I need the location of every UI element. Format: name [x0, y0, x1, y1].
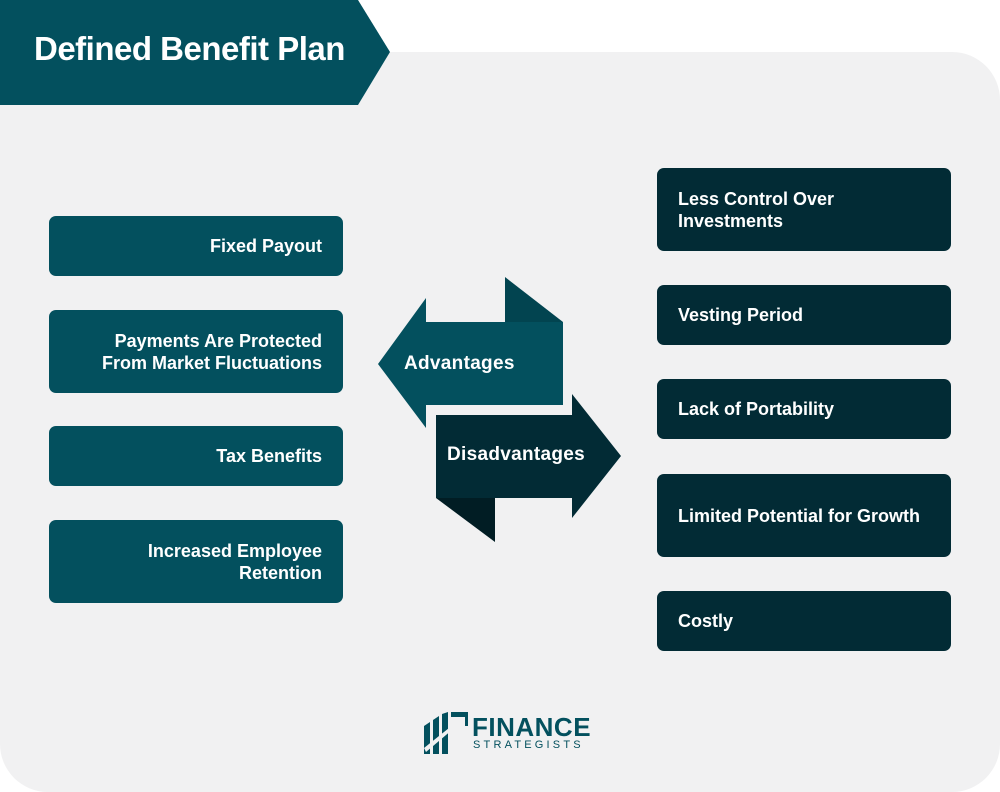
disadvantage-item-label: Costly	[678, 611, 734, 631]
advantage-item-label: Increased Employee Retention	[147, 540, 322, 583]
disadvantage-item-label: Limited Potential for Growth	[678, 505, 920, 526]
page-title: Defined Benefit Plan	[34, 30, 345, 67]
disadvantage-item-costly: Costly	[657, 591, 951, 651]
logo-wordmark-finance: FINANCE	[472, 712, 592, 742]
disadvantage-item-vesting-period: Vesting Period	[657, 285, 951, 345]
comparison-arrows: Advantages Disadvantages	[370, 270, 630, 555]
advantage-item-label: Tax Benefits	[216, 446, 322, 466]
finance-strategists-logo: FINANCE STRATEGISTS	[424, 712, 591, 756]
disadvantage-item-label: Lack of Portability	[678, 399, 835, 419]
advantage-item-fixed-payout: Fixed Payout	[49, 216, 343, 276]
title-banner-shape	[0, 0, 390, 105]
advantage-item-market-protection: Payments Are Protected From Market Fluct…	[49, 310, 343, 393]
disadvantage-item-lack-of-portability: Lack of Portability	[657, 379, 951, 439]
advantage-item-tax-benefits: Tax Benefits	[49, 426, 343, 486]
disadvantage-item-less-control: Less Control Over Investments	[657, 168, 951, 251]
disadvantages-arrow-shape	[436, 394, 621, 518]
disadvantage-item-label: Less Control Over Investments	[678, 188, 835, 231]
advantage-item-label: Payments Are Protected From Market Fluct…	[101, 330, 322, 373]
advantages-arrow-shape	[378, 298, 563, 428]
arrows-graphic	[378, 277, 621, 542]
logo-wordmark-strategists: STRATEGISTS	[473, 739, 584, 751]
disadvantages-arrow-fold	[436, 498, 495, 542]
disadvantages-label: Disadvantages	[447, 444, 586, 465]
advantages-label: Advantages	[404, 353, 515, 374]
logo-mark-icon	[424, 712, 468, 754]
disadvantage-item-limited-growth: Limited Potential for Growth	[657, 474, 951, 557]
advantage-item-label: Fixed Payout	[209, 236, 322, 256]
title-banner: Defined Benefit Plan	[0, 0, 390, 105]
advantages-arrow-fold	[505, 277, 563, 322]
advantage-item-employee-retention: Increased Employee Retention	[49, 520, 343, 603]
disadvantage-item-label: Vesting Period	[678, 305, 804, 325]
